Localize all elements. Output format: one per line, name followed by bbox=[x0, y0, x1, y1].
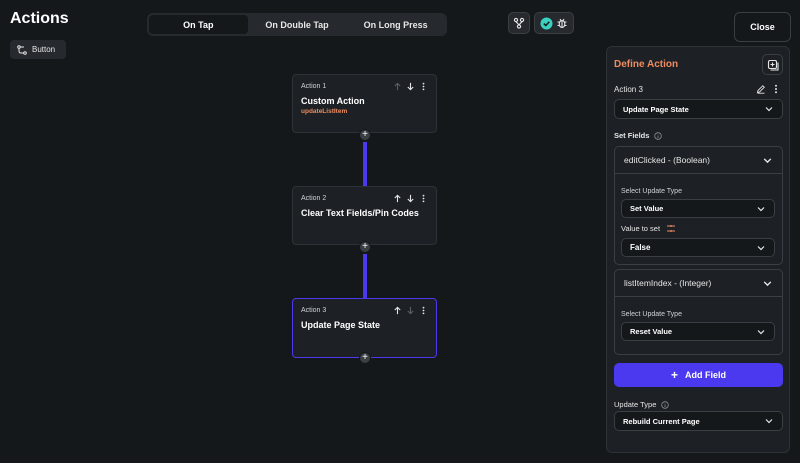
arrow-up-icon[interactable] bbox=[393, 194, 402, 203]
update-type-header: Update Type bbox=[614, 400, 670, 409]
chevron-down-icon bbox=[757, 206, 765, 211]
value-to-set-label: Value to set bbox=[621, 224, 661, 233]
update-type-label: Select Update Type bbox=[621, 311, 682, 318]
update-type-select[interactable]: Set Value bbox=[621, 199, 775, 218]
action-card-title: Clear Text Fields/Pin Codes bbox=[301, 208, 419, 218]
set-fields-header: Set Fields bbox=[614, 131, 663, 140]
action-card-2[interactable]: Action 2 Clear Text Fields/Pin Codes bbox=[292, 186, 437, 245]
action-card-label: Action 1 bbox=[301, 83, 327, 90]
action-type-select[interactable]: Update Page State bbox=[614, 99, 783, 119]
validation-group bbox=[534, 12, 574, 34]
value-select-value: False bbox=[630, 243, 651, 252]
more-vert-icon[interactable] bbox=[419, 82, 428, 91]
flow-icon bbox=[17, 44, 27, 55]
plus-icon: + bbox=[670, 368, 678, 382]
card-controls bbox=[393, 194, 428, 203]
set-fields-label: Set Fields bbox=[614, 131, 650, 140]
tab-on-long-press[interactable]: On Long Press bbox=[363, 19, 428, 30]
value-select[interactable]: False bbox=[621, 238, 775, 257]
chevron-down-icon bbox=[757, 329, 765, 334]
card-controls bbox=[393, 82, 428, 91]
add-action-button[interactable]: + bbox=[359, 352, 371, 364]
update-type-value: Set Value bbox=[630, 204, 664, 213]
field-name: listItemIndex - (Integer) bbox=[624, 278, 712, 288]
action-card-subtitle: updateListItem bbox=[301, 108, 348, 115]
action-card-1[interactable]: Action 1 Custom Action updateListItem bbox=[292, 74, 437, 133]
chevron-down-icon bbox=[757, 245, 765, 250]
action-card-label: Action 3 bbox=[301, 307, 327, 314]
library-button[interactable] bbox=[762, 54, 783, 75]
chevron-down-icon bbox=[765, 107, 773, 112]
action-card-title: Custom Action bbox=[301, 96, 365, 106]
close-button[interactable]: Close bbox=[734, 12, 791, 42]
value-to-set-header: Value to set bbox=[621, 224, 676, 233]
info-icon[interactable] bbox=[654, 131, 663, 140]
more-vert-icon[interactable] bbox=[773, 84, 779, 94]
edit-icon[interactable] bbox=[756, 84, 766, 94]
action-label: Action 3 bbox=[614, 85, 643, 94]
add-action-button[interactable]: + bbox=[359, 129, 371, 141]
arrow-down-icon[interactable] bbox=[406, 194, 415, 203]
arrow-up-icon[interactable] bbox=[393, 82, 402, 91]
add-field-label: Add Field bbox=[685, 370, 726, 380]
arrow-up-icon[interactable] bbox=[393, 306, 402, 315]
arrow-down-icon[interactable] bbox=[406, 306, 415, 315]
add-field-button[interactable]: + Add Field bbox=[614, 363, 783, 387]
trigger-tabs: On Tap On Double Tap On Long Press bbox=[147, 13, 447, 36]
page-update-type-select[interactable]: Rebuild Current Page bbox=[614, 411, 783, 431]
arrow-down-icon[interactable] bbox=[406, 82, 415, 91]
library-add-icon bbox=[767, 59, 779, 71]
update-type-select[interactable]: Reset Value bbox=[621, 322, 775, 341]
more-vert-icon[interactable] bbox=[419, 194, 428, 203]
chevron-down-icon bbox=[763, 280, 772, 286]
chevron-down-icon bbox=[765, 419, 773, 424]
tab-on-tap[interactable]: On Tap bbox=[149, 15, 248, 34]
action-type-value: Update Page State bbox=[623, 104, 689, 114]
action-card-title: Update Page State bbox=[301, 320, 381, 330]
info-icon[interactable] bbox=[661, 400, 670, 409]
more-vert-icon[interactable] bbox=[419, 306, 428, 315]
field-header[interactable]: editClicked - (Boolean) bbox=[615, 147, 782, 174]
bug-icon[interactable] bbox=[556, 17, 568, 29]
action-card-label: Action 2 bbox=[301, 195, 327, 202]
branch-icon bbox=[513, 17, 525, 29]
page-update-type-label: Update Type bbox=[614, 400, 657, 409]
card-controls bbox=[393, 306, 428, 315]
chevron-down-icon bbox=[763, 157, 772, 163]
page-update-type-value: Rebuild Current Page bbox=[623, 416, 700, 426]
connector-line bbox=[363, 254, 367, 298]
tab-on-double-tap[interactable]: On Double Tap bbox=[265, 19, 329, 30]
panel-title: Define Action bbox=[614, 59, 679, 70]
page-title: Actions bbox=[10, 10, 69, 27]
field-name: editClicked - (Boolean) bbox=[624, 155, 710, 165]
widget-chip-label: Button bbox=[32, 45, 56, 54]
connector-line bbox=[363, 142, 367, 186]
widget-chip[interactable]: Button bbox=[10, 40, 66, 59]
check-circle-icon[interactable] bbox=[540, 17, 553, 30]
update-type-label: Select Update Type bbox=[621, 188, 682, 195]
action-card-3[interactable]: Action 3 Update Page State bbox=[292, 298, 437, 358]
variable-icon[interactable] bbox=[666, 224, 676, 233]
update-type-value: Reset Value bbox=[630, 327, 673, 336]
branch-button[interactable] bbox=[508, 12, 530, 34]
field-header[interactable]: listItemIndex - (Integer) bbox=[615, 270, 782, 297]
add-action-button[interactable]: + bbox=[359, 241, 371, 253]
